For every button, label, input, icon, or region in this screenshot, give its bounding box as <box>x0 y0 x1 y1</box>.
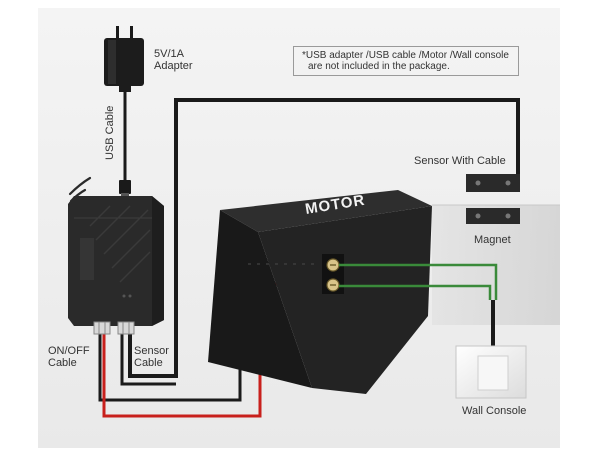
package-note: *USB adapter /USB cable /Motor /Wall con… <box>293 46 519 76</box>
console-wire-1 <box>339 263 498 300</box>
wall-console-label: Wall Console <box>462 405 527 417</box>
door-sensor <box>466 174 520 192</box>
onoff-cable-label: ON/OFF Cable <box>48 345 90 369</box>
package-note-line1: *USB adapter /USB cable /Motor /Wall con… <box>302 50 509 61</box>
adapter-label-line2: Adapter <box>154 60 193 72</box>
motor <box>208 190 432 394</box>
package-note-line2: are not included in the package. <box>308 61 450 72</box>
adapter-label: 5V/1A Adapter <box>154 48 193 72</box>
magnet-label: Magnet <box>474 234 511 246</box>
onoff-cable-label-line1: ON/OFF <box>48 345 90 357</box>
onoff-connector <box>93 321 111 335</box>
sensor-cable-label-line2: Cable <box>134 357 163 369</box>
magnet <box>466 208 520 224</box>
sensor-cable-label: Sensor Cable <box>134 345 169 369</box>
usb-adapter <box>104 26 144 92</box>
console-wire-2 <box>339 284 492 300</box>
sensor-with-cable-label: Sensor With Cable <box>414 155 506 167</box>
garage-controller-device <box>68 196 164 326</box>
sensor-connector <box>117 321 135 335</box>
sensor-wire <box>128 98 520 378</box>
sensor-cable-label-line1: Sensor <box>134 345 169 357</box>
adapter-label-line1: 5V/1A <box>154 48 184 60</box>
usb-cable-label: USB Cable <box>104 105 116 160</box>
motor-terminal-block <box>322 254 344 294</box>
sensor-wire-return <box>120 334 176 386</box>
usb-plug <box>119 180 131 194</box>
wall-console <box>455 345 527 399</box>
onoff-cable-label-line2: Cable <box>48 357 77 369</box>
